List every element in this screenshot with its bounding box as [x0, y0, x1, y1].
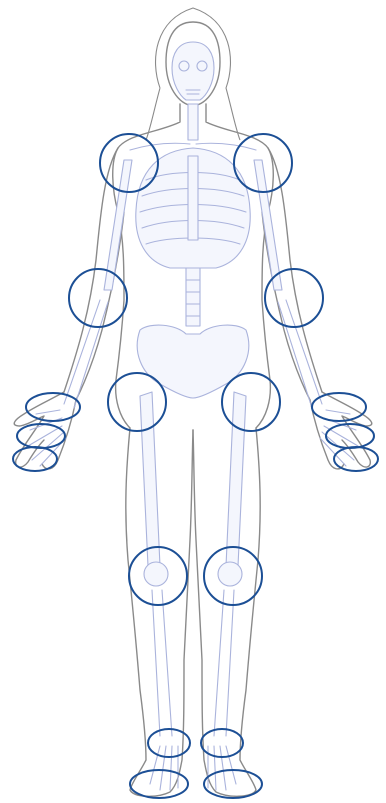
leg-outline-right	[126, 428, 193, 796]
hand-outline-right	[14, 392, 76, 469]
joint-elbow-left[interactable]	[265, 269, 323, 327]
eye-socket	[179, 61, 189, 71]
patella-left	[218, 562, 242, 586]
sternum	[188, 156, 198, 240]
joint-toes-right[interactable]	[130, 770, 188, 798]
lower-leg-right	[152, 590, 172, 736]
eye-socket	[197, 61, 207, 71]
leg-outline-left	[193, 428, 260, 796]
patella-right	[144, 562, 168, 586]
cervical-spine	[188, 104, 198, 140]
skull	[172, 42, 214, 100]
pelvis	[137, 325, 249, 398]
hand-bones-right	[28, 410, 66, 466]
joint-ankle-left[interactable]	[201, 729, 243, 757]
joint-ankle-right[interactable]	[148, 729, 190, 757]
hand-outline-left	[310, 392, 372, 469]
skeleton	[28, 42, 358, 790]
lower-leg-left	[214, 590, 234, 736]
femur-left	[226, 392, 246, 566]
joint-wrist-left[interactable]	[312, 393, 366, 421]
femur-right	[140, 392, 160, 566]
lumbar-spine	[186, 268, 200, 326]
joint-hip-left[interactable]	[222, 373, 280, 431]
foot-bones-left	[208, 746, 236, 790]
humerus-left	[254, 160, 282, 290]
joint-elbow-right[interactable]	[69, 269, 127, 327]
joint-knuckles-right[interactable]	[17, 424, 65, 448]
